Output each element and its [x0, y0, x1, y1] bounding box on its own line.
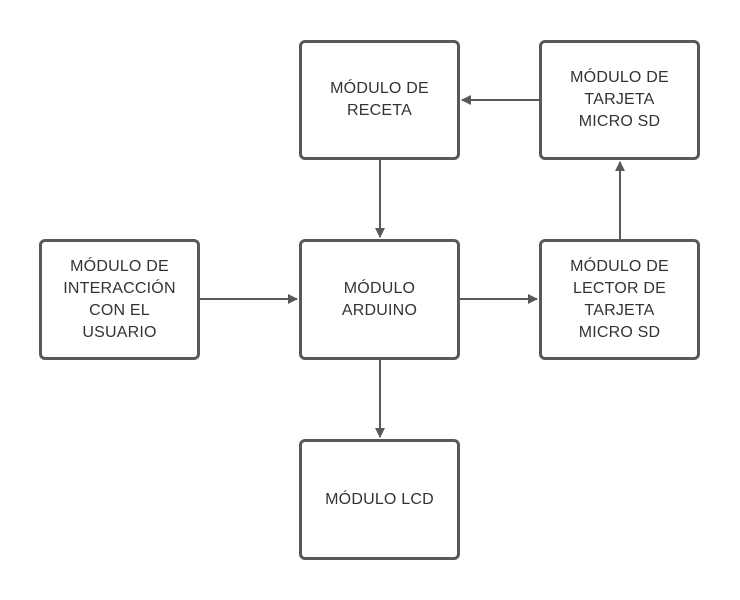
node-label: MÓDULO DE LECTOR DE TARJETA MICRO SD — [570, 257, 669, 341]
node-label: MÓDULO DE TARJETA MICRO SD — [570, 69, 669, 130]
node-modulo-arduino: MÓDULO ARDUINO — [299, 239, 460, 360]
node-label: MÓDULO LCD — [325, 490, 434, 508]
node-modulo-receta: MÓDULO DE RECETA — [299, 40, 460, 160]
node-modulo-tarjeta-micro-sd: MÓDULO DE TARJETA MICRO SD — [539, 40, 700, 160]
node-modulo-lector-tarjeta: MÓDULO DE LECTOR DE TARJETA MICRO SD — [539, 239, 700, 360]
node-modulo-interaccion-usuario: MÓDULO DE INTERACCIÓN CON EL USUARIO — [39, 239, 200, 360]
node-modulo-lcd: MÓDULO LCD — [299, 439, 460, 560]
node-label: MÓDULO ARDUINO — [341, 279, 418, 319]
node-label: MÓDULO DE INTERACCIÓN CON EL USUARIO — [63, 257, 176, 341]
node-label: MÓDULO DE RECETA — [330, 80, 429, 119]
